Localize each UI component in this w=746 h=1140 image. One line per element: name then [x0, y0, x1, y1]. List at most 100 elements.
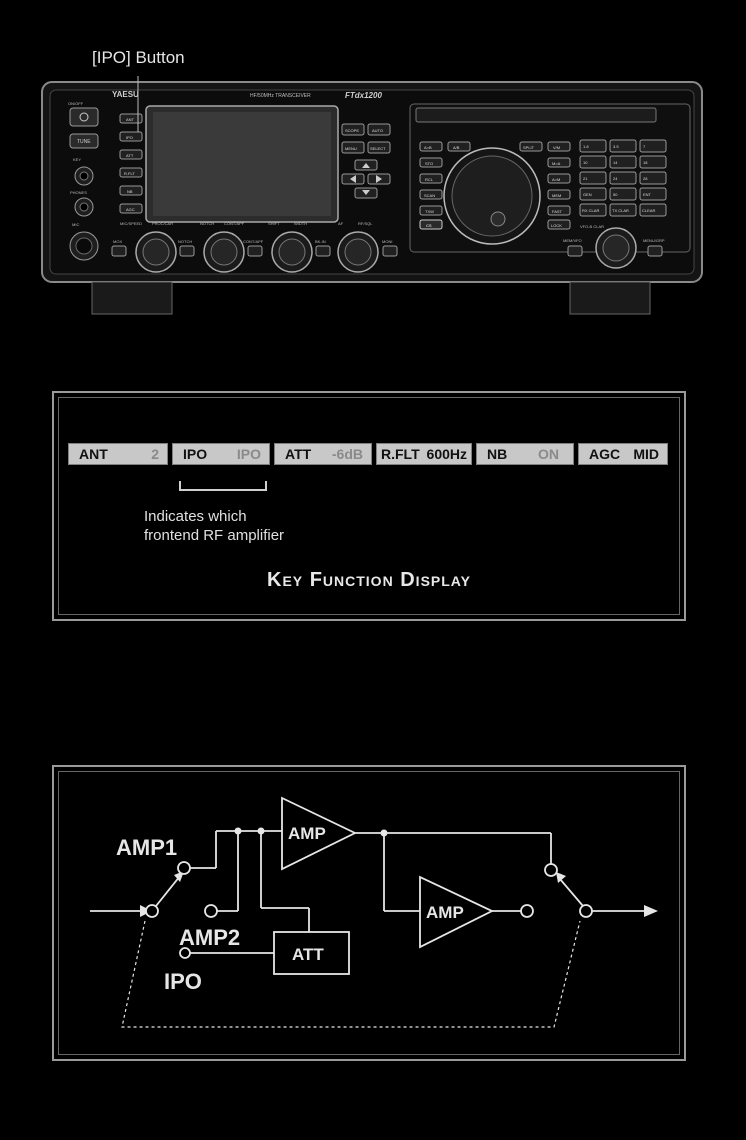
att-key[interactable]: [119, 149, 143, 160]
sto-key[interactable]: [419, 157, 443, 168]
rcl-key[interactable]: [419, 173, 443, 184]
band-key-24-label: 24: [613, 176, 618, 181]
m-to-a-label: M>A: [552, 161, 561, 166]
knob-label-mic-speed: MIC/SPEED: [120, 221, 142, 226]
band-key-ent[interactable]: [639, 187, 667, 201]
m-to-a-key[interactable]: [547, 157, 571, 168]
band-key-50[interactable]: [609, 187, 637, 201]
ant-display-label: ANT: [79, 446, 108, 462]
ipo-button-callout: [IPO] Button: [92, 48, 185, 67]
mem-vfo-button[interactable]: [567, 245, 583, 257]
v-m-key[interactable]: [547, 141, 571, 152]
lock-key[interactable]: [547, 219, 571, 230]
band-key-3-5-label: 3.5: [613, 144, 619, 149]
band-key-10[interactable]: [579, 155, 607, 169]
mox-button[interactable]: [111, 245, 127, 257]
band-key-21[interactable]: [579, 171, 607, 185]
moni-button[interactable]: [382, 245, 398, 257]
model-description: HF/50MHz TRANSCEIVER: [250, 93, 311, 99]
scan-key[interactable]: [419, 189, 443, 200]
rflt-key[interactable]: [119, 167, 143, 178]
ant-key[interactable]: [119, 113, 143, 124]
band-key-28-label: 28: [643, 176, 648, 181]
a-to-b-key[interactable]: [419, 141, 443, 152]
rx-clar-label: RX CLAR: [582, 208, 599, 213]
v-m-label: V/M: [553, 145, 560, 150]
clear-key[interactable]: [639, 203, 667, 217]
txw-key[interactable]: [419, 205, 443, 216]
input-switch-lever: [155, 875, 181, 907]
cs-key[interactable]: [419, 219, 443, 230]
agc-display-key[interactable]: AGC MID: [578, 443, 668, 465]
nb-display-key[interactable]: NB ON: [476, 443, 574, 465]
select-button[interactable]: [367, 141, 391, 154]
menu-label: MENU: [345, 146, 357, 151]
ipo-display-value: IPO: [236, 446, 261, 462]
cont-apf-button[interactable]: [247, 245, 263, 257]
left-arrow-icon: [350, 175, 356, 183]
knob-label-shift: SHIFT: [268, 221, 280, 226]
fast-key[interactable]: [547, 205, 571, 216]
tx-clar-key[interactable]: [609, 203, 637, 217]
knob-label-notch: NOTCH: [200, 221, 214, 226]
bk-in-label: BK-IN: [315, 239, 326, 244]
menu-grp-button[interactable]: [647, 245, 663, 257]
moni-label: MONI: [382, 239, 392, 244]
ant-key-label: ANT: [126, 117, 135, 122]
menu-grp-label: MENU/GRP: [643, 238, 665, 243]
ipo-bracket: [179, 481, 267, 491]
fast-label: FAST: [552, 209, 563, 214]
scope-label: SCOPE: [345, 128, 359, 133]
amp2-contact: [204, 904, 218, 918]
lock-label: LOCK: [551, 223, 562, 228]
att-display-value: -6dB: [331, 446, 363, 462]
bk-in-button[interactable]: [315, 245, 331, 257]
band-key-14[interactable]: [609, 155, 637, 169]
band-key-gen-label: GEN: [583, 192, 592, 197]
scope-button[interactable]: [341, 123, 365, 136]
band-key-gen[interactable]: [579, 187, 607, 201]
att-label: ATT: [292, 945, 324, 964]
band-key-1-8[interactable]: [579, 139, 607, 153]
band-key-18[interactable]: [639, 155, 667, 169]
vfo-b-clar-label: VFO-B CLAR: [580, 224, 604, 229]
ipo-display-key[interactable]: IPO IPO: [172, 443, 270, 465]
notch-button[interactable]: [179, 245, 195, 257]
input-switch-pivot: [145, 904, 159, 918]
agc-key[interactable]: [119, 203, 143, 214]
cont-apf-button-label: CONT/APF: [243, 239, 264, 244]
a-to-m-key[interactable]: [547, 173, 571, 184]
out-amp-a-contact: [544, 863, 558, 877]
band-key-18-label: 18: [643, 160, 648, 165]
band-key-24[interactable]: [609, 171, 637, 185]
band-key-28[interactable]: [639, 171, 667, 185]
auto-button[interactable]: [367, 123, 391, 136]
rflt-display-key[interactable]: R.FLT 600Hz: [376, 443, 472, 465]
select-label: SELECT: [370, 146, 386, 151]
band-key-3-5[interactable]: [609, 139, 637, 153]
band-key-7[interactable]: [639, 139, 667, 153]
ipo-key[interactable]: [119, 131, 143, 142]
power-button[interactable]: [69, 107, 99, 127]
menu-button[interactable]: [341, 141, 365, 154]
side-key-column: ANT IPO ATT R.FLT NB AGC: [119, 113, 143, 214]
amp-a-label: AMP: [288, 824, 326, 843]
kfd-note-line1: Indicates which: [144, 508, 247, 525]
knob-label-proc-car: PROC/CAR: [152, 221, 173, 226]
band-key-1-8-label: 1.8: [583, 144, 589, 149]
nb-key[interactable]: [119, 185, 143, 196]
rx-clar-key[interactable]: [579, 203, 607, 217]
tune-button[interactable]: [69, 133, 99, 149]
split-key[interactable]: [519, 141, 543, 152]
sub-display-window: [415, 107, 657, 123]
amp-b-triangle: [419, 875, 495, 949]
agc-display-value: MID: [633, 446, 659, 462]
output-switch-lever: [559, 878, 584, 907]
a-b-key[interactable]: [447, 141, 471, 152]
ant-display-key[interactable]: ANT 2: [68, 443, 168, 465]
att-display-key[interactable]: ATT -6dB: [274, 443, 372, 465]
mem-key[interactable]: [547, 189, 571, 200]
transceiver-front-panel: YAESU HF/50MHz TRANSCEIVER FTdx1200 ON/O…: [41, 76, 703, 315]
right-arrow-icon: [376, 175, 382, 183]
split-label: SPLIT: [523, 145, 535, 150]
